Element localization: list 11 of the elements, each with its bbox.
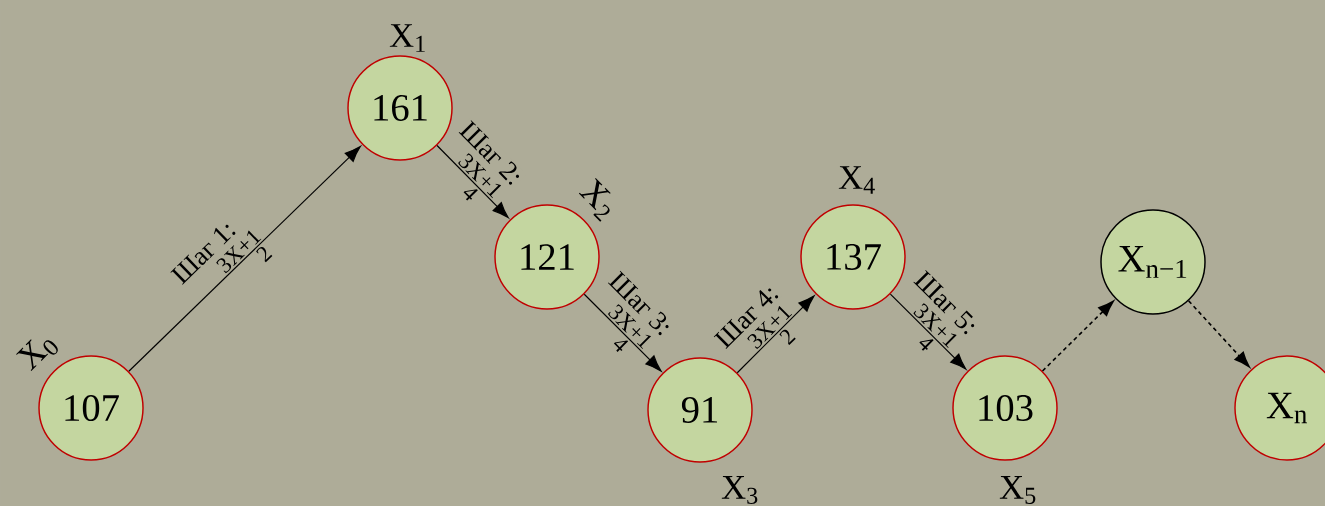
arrow	[436, 144, 509, 219]
term-label: X$_{5}$	[999, 476, 1036, 504]
arrow	[1187, 300, 1250, 368]
term-label: X$_{1}$	[389, 24, 425, 52]
arrow	[128, 145, 361, 372]
term-label: X$_{3}$	[721, 476, 758, 504]
arrow	[736, 295, 815, 374]
term-label: X$_{4}$	[838, 166, 875, 194]
arrow	[583, 293, 662, 372]
arrow	[1041, 300, 1114, 372]
arrow	[889, 293, 967, 370]
